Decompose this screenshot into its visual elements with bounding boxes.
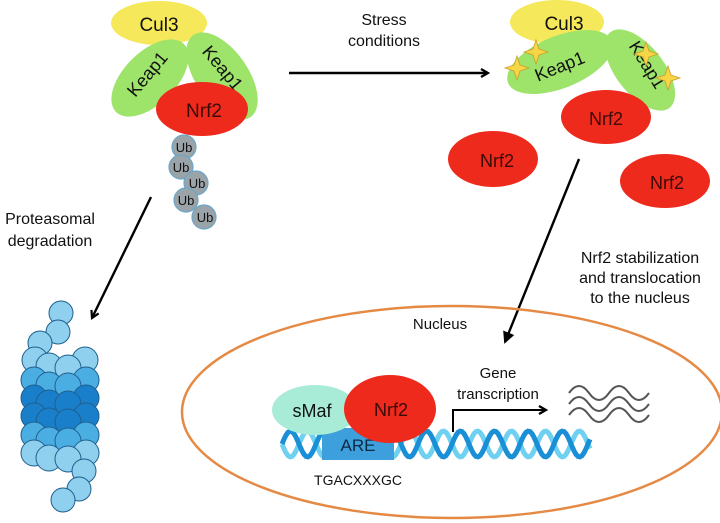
proteasome-subunit xyxy=(45,319,71,345)
nucleus-label: Nucleus xyxy=(413,316,467,333)
ub-label: Ub xyxy=(197,210,214,225)
stress-label-line1: Stress xyxy=(361,12,406,29)
smaf-label: sMaf xyxy=(292,401,332,421)
nrf2-right-1-label: Nrf2 xyxy=(589,109,623,129)
star-icon xyxy=(632,40,660,68)
nrf2-right-3-label: Nrf2 xyxy=(650,173,684,193)
nrf2-nuclear-label: Nrf2 xyxy=(374,400,408,420)
degradation-label-line1: Proteasomal xyxy=(5,211,95,228)
stress-transition: Stress conditions xyxy=(289,12,488,73)
ub-label: Ub xyxy=(189,176,206,191)
keap1-right-b xyxy=(604,29,676,111)
ubiquitin-chain: Ub Ub Ub Ub Ub xyxy=(168,134,217,230)
transcription-arrow xyxy=(452,410,546,432)
nrf2-right-3 xyxy=(620,154,710,208)
nrf2-right-1 xyxy=(561,90,651,144)
are-label: ARE xyxy=(341,436,376,455)
ub-label: Ub xyxy=(173,160,190,175)
star-icon xyxy=(503,54,531,82)
nrf2-right-2 xyxy=(448,131,538,187)
ub-circle xyxy=(191,204,217,230)
cul3-left xyxy=(111,1,207,45)
proteasome-subunit xyxy=(50,487,76,513)
oxidative-stress-stars xyxy=(503,38,682,92)
proteasome xyxy=(20,300,100,513)
nrf2-nuclear xyxy=(344,375,436,443)
cul3-right-label: Cul3 xyxy=(544,14,583,35)
translocation-path: Nrf2 stabilization and translocation to … xyxy=(503,158,701,344)
degradation-arrow xyxy=(92,196,153,318)
translocation-arrow xyxy=(503,158,581,344)
star-icon xyxy=(522,38,550,66)
stress-label-line2: conditions xyxy=(348,33,420,50)
mrna-icon xyxy=(568,385,650,423)
translocation-label-line3: to the nucleus xyxy=(590,290,690,307)
star-icon xyxy=(654,64,682,92)
gene-label-line2: transcription xyxy=(457,386,539,403)
nucleus: Nucleus ARE TGACXXXGC sMaf Nrf2 Gene tra… xyxy=(180,304,720,520)
nrf2-left-label: Nrf2 xyxy=(186,101,222,122)
keap1-left-a xyxy=(111,39,189,117)
keap1-right-a xyxy=(507,30,613,94)
gene-label-line1: Gene xyxy=(480,365,517,382)
are-sequence: TGACXXXGC xyxy=(314,472,402,488)
ub-label: Ub xyxy=(176,140,193,155)
right-complex: Cul3 Keap1 Keap1 Nrf2 Nrf2 Nrf2 xyxy=(448,0,710,208)
nrf2-left xyxy=(156,82,248,136)
degradation-path: Proteasomal degradation xyxy=(5,196,153,318)
translocation-label-line2: and translocation xyxy=(579,270,701,287)
nrf2-right-2-label: Nrf2 xyxy=(480,151,514,171)
cul3-left-label: Cul3 xyxy=(139,15,178,36)
ub-circle xyxy=(168,154,194,180)
ub-label: Ub xyxy=(178,193,195,208)
ub-circle xyxy=(173,187,199,213)
degradation-label-line2: degradation xyxy=(8,233,93,250)
smaf xyxy=(272,385,358,435)
left-complex: Cul3 Keap1 Keap1 Nrf2 Ub Ub Ub Ub Ub xyxy=(111,1,258,230)
translocation-label-line1: Nrf2 stabilization xyxy=(581,250,699,267)
nucleus-membrane xyxy=(180,304,720,520)
